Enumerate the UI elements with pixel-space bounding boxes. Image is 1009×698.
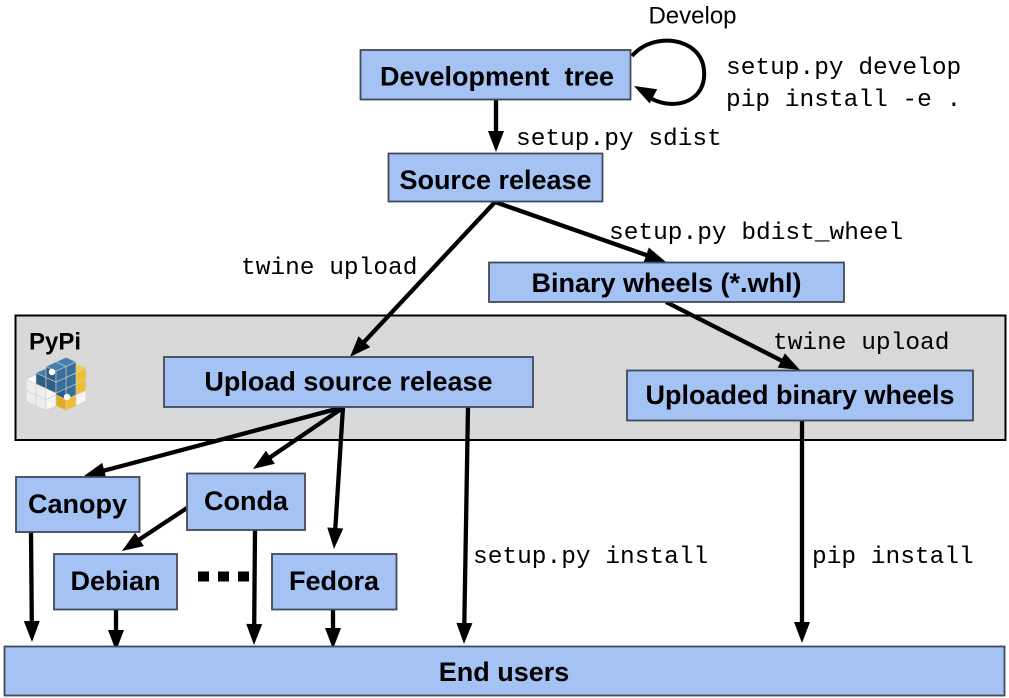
svg-text:setup.py sdist: setup.py sdist — [516, 126, 722, 153]
svg-text:Uploaded binary wheels: Uploaded binary wheels — [645, 380, 954, 410]
svg-text:twine upload: twine upload — [773, 330, 949, 357]
svg-text:setup.py bdist_wheel: setup.py bdist_wheel — [609, 220, 903, 247]
svg-text:Binary wheels (*.whl): Binary wheels (*.whl) — [531, 268, 801, 298]
svg-text:Develop: Develop — [648, 3, 736, 30]
svg-text:pip install -e .: pip install -e . — [726, 87, 961, 114]
svg-text:twine upload: twine upload — [241, 255, 417, 282]
svg-text:setup.py install: setup.py install — [473, 544, 708, 571]
svg-text:Fedora: Fedora — [289, 566, 380, 596]
svg-text:Development tree: Development tree — [380, 62, 614, 92]
svg-text:End users: End users — [439, 657, 570, 687]
svg-text:PyPi: PyPi — [29, 329, 81, 356]
svg-text:Debian: Debian — [70, 566, 160, 596]
svg-text:Canopy: Canopy — [28, 489, 127, 519]
svg-text:Source release: Source release — [399, 165, 591, 195]
svg-text:pip install: pip install — [812, 544, 974, 571]
svg-text:Upload source release: Upload source release — [204, 367, 492, 397]
svg-text:Conda: Conda — [204, 486, 289, 516]
svg-text:setup.py develop: setup.py develop — [726, 55, 961, 82]
